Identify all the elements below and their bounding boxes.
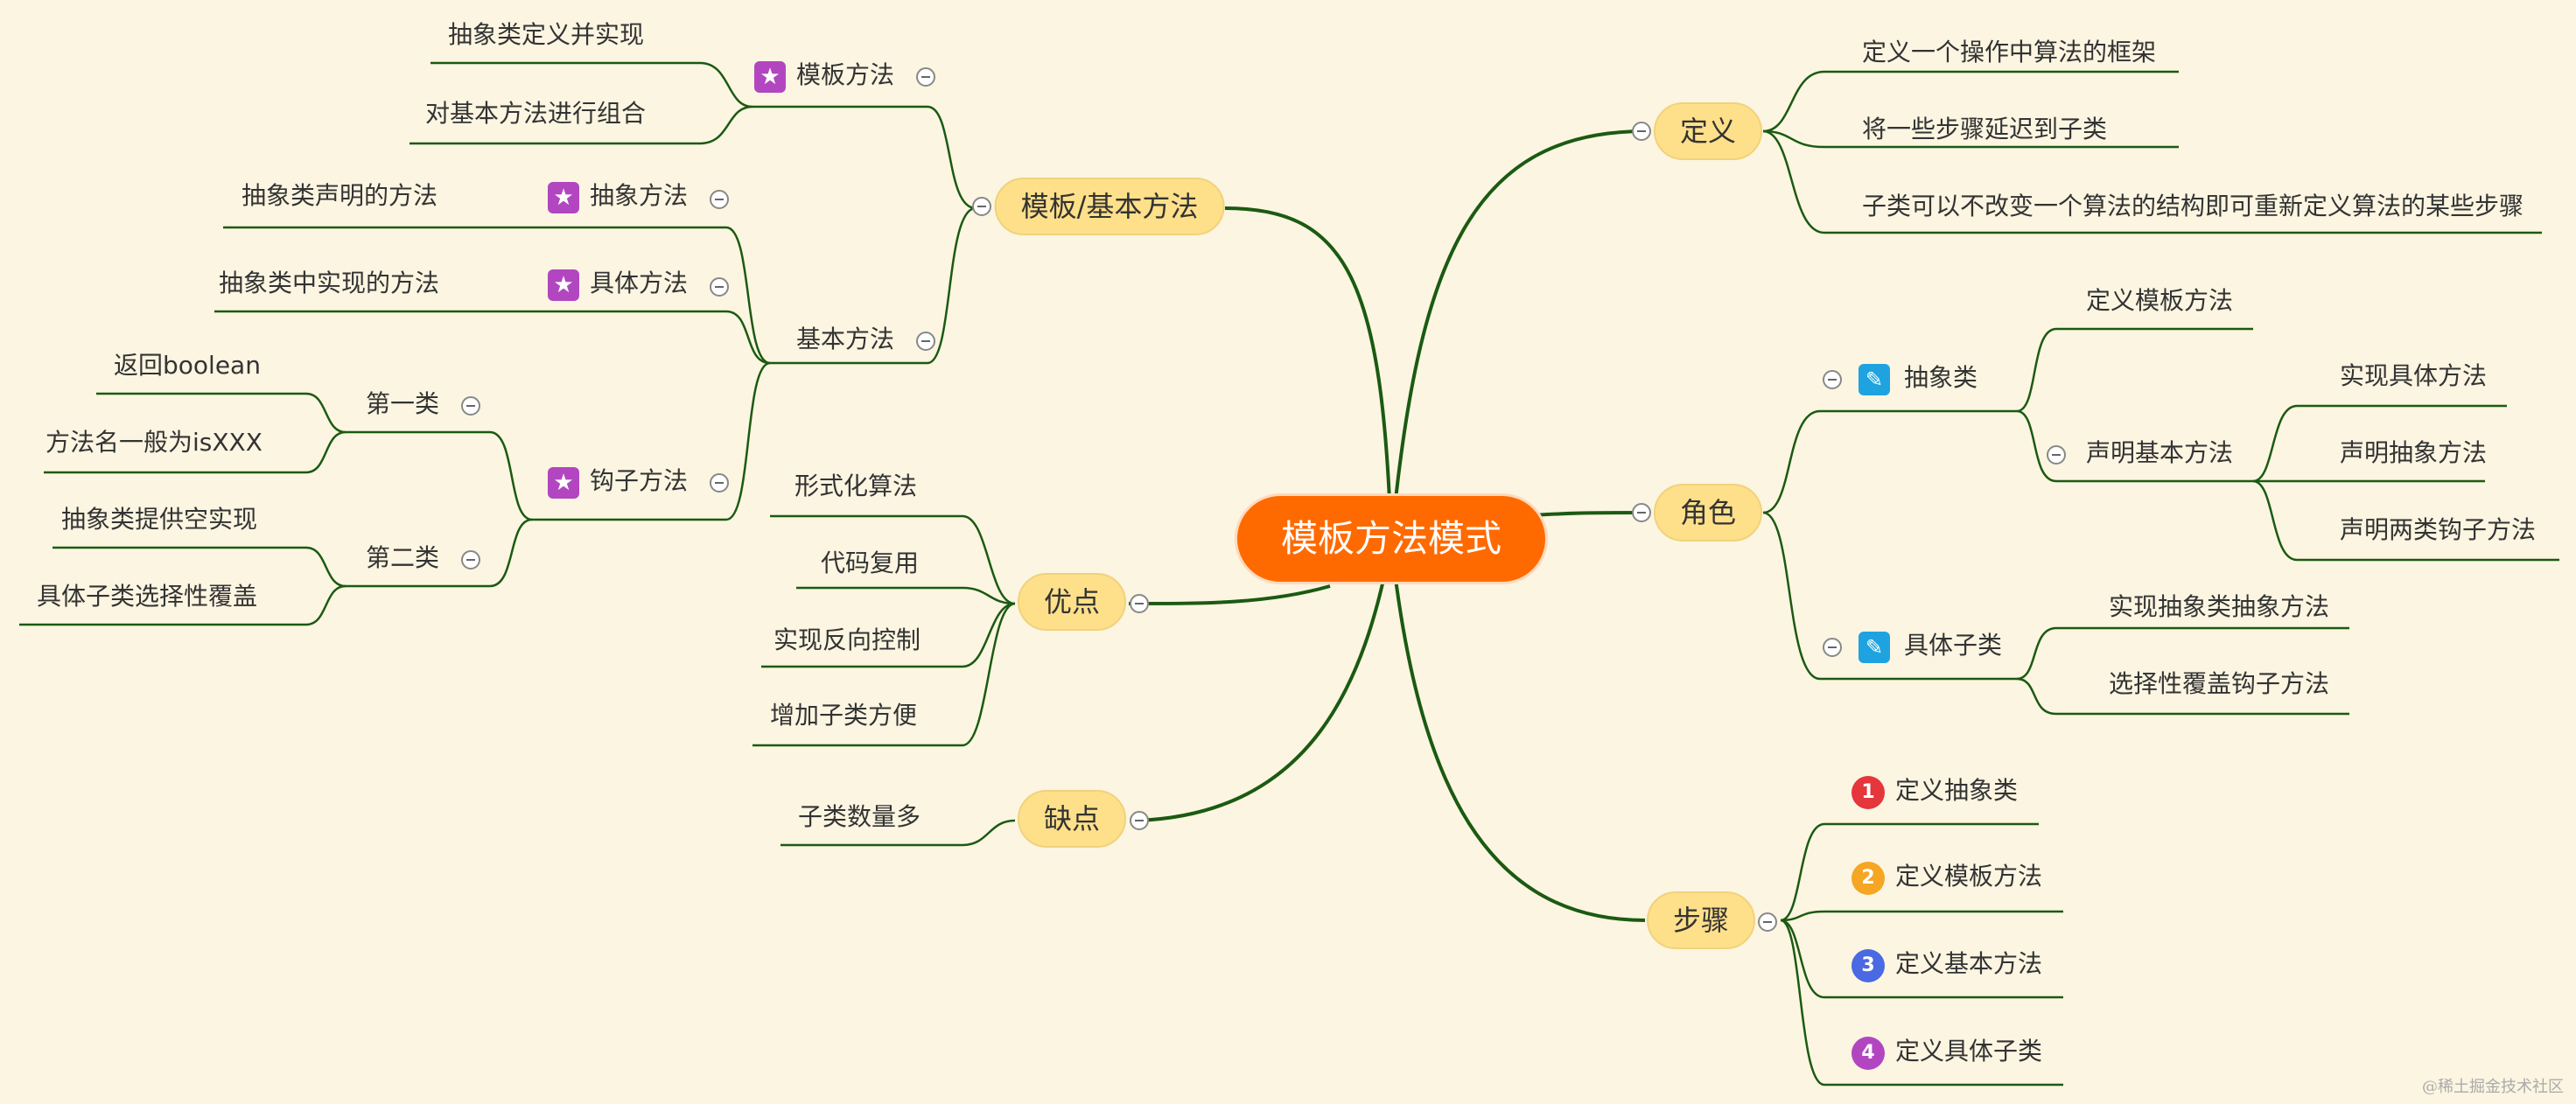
template-method-item-1: 抽象类定义并实现 <box>448 20 645 49</box>
advantages-node[interactable]: 优点 <box>1017 573 1127 631</box>
collapse-disadvantages-icon[interactable] <box>1130 811 1149 830</box>
star-icon: ★ <box>754 61 786 93</box>
collapse-steps-icon[interactable] <box>1758 912 1777 932</box>
template-method-item-2: 对基本方法进行组合 <box>425 99 647 128</box>
root-node[interactable]: 模板方法模式 <box>1236 496 1546 582</box>
hook-type1-item-1: 返回boolean <box>114 351 261 380</box>
step-number-3-icon: 3 <box>1852 949 1885 982</box>
concrete-method-item: 抽象类中实现的方法 <box>219 269 440 297</box>
declare-basic-label[interactable]: 声明基本方法 <box>2086 438 2234 467</box>
definition-item-3: 子类可以不改变一个算法的结构即可重新定义算法的某些步骤 <box>1862 192 2524 220</box>
collapse-abstract-method-icon[interactable] <box>710 190 729 209</box>
steps-node[interactable]: 步骤 <box>1646 891 1756 949</box>
abstract-class-label[interactable]: 抽象类 <box>1904 363 1978 392</box>
collapse-hook-type1-icon[interactable] <box>461 396 480 416</box>
star-icon: ★ <box>548 467 579 499</box>
star-icon: ★ <box>548 182 579 213</box>
hook-type2-label[interactable]: 第二类 <box>366 543 440 572</box>
definition-item-1: 定义一个操作中算法的框架 <box>1862 38 2157 66</box>
concrete-class-label[interactable]: 具体子类 <box>1904 631 2003 660</box>
advantage-item-4: 增加子类方便 <box>770 701 918 730</box>
collapse-basic-method-icon[interactable] <box>916 332 935 351</box>
disadvantages-node[interactable]: 缺点 <box>1017 790 1127 848</box>
step-label-2: 定义模板方法 <box>1895 862 2043 891</box>
collapse-definition-icon[interactable] <box>1632 122 1651 141</box>
hook-type2-item-2: 具体子类选择性覆盖 <box>37 582 258 611</box>
step-label-3: 定义基本方法 <box>1895 949 2043 978</box>
collapse-declare-basic-icon[interactable] <box>2047 445 2066 465</box>
collapse-template-basic-icon[interactable] <box>972 197 991 216</box>
collapse-hook-method-icon[interactable] <box>710 473 729 493</box>
definition-item-2: 将一些步骤延迟到子类 <box>1862 115 2108 143</box>
step-number-1-icon: 1 <box>1852 776 1885 809</box>
roles-node[interactable]: 角色 <box>1653 484 1763 542</box>
collapse-advantages-icon[interactable] <box>1130 594 1149 613</box>
define-template-label: 定义模板方法 <box>2086 286 2234 315</box>
hook-method-label[interactable]: 钩子方法 <box>590 466 689 495</box>
declare-basic-item-2: 声明抽象方法 <box>2340 438 2488 467</box>
step-number-2-icon: 2 <box>1852 862 1885 895</box>
abstract-method-item: 抽象类声明的方法 <box>242 181 438 210</box>
declare-basic-item-1: 实现具体方法 <box>2340 361 2488 390</box>
concrete-class-item-2: 选择性覆盖钩子方法 <box>2109 669 2330 698</box>
concrete-method-label[interactable]: 具体方法 <box>590 269 689 297</box>
declare-basic-item-3: 声明两类钩子方法 <box>2340 515 2537 544</box>
collapse-abstract-class-icon[interactable] <box>1823 370 1842 389</box>
definition-node[interactable]: 定义 <box>1653 102 1763 160</box>
advantage-item-1: 形式化算法 <box>794 472 918 500</box>
concrete-class-item-1: 实现抽象类抽象方法 <box>2109 592 2330 621</box>
hook-type1-item-2: 方法名一般为isXXX <box>46 428 262 457</box>
star-icon: ★ <box>548 269 579 301</box>
collapse-roles-icon[interactable] <box>1632 503 1651 522</box>
advantage-item-3: 实现反向控制 <box>774 625 921 654</box>
collapse-template-method-icon[interactable] <box>916 67 935 87</box>
step-label-4: 定义具体子类 <box>1895 1037 2043 1066</box>
hook-type2-item-1: 抽象类提供空实现 <box>61 505 258 534</box>
edit-icon: ✎ <box>1858 632 1890 663</box>
collapse-concrete-class-icon[interactable] <box>1823 638 1842 657</box>
basic-method-label[interactable]: 基本方法 <box>796 325 895 353</box>
edit-icon: ✎ <box>1858 364 1890 395</box>
template-method-label[interactable]: 模板方法 <box>796 60 895 89</box>
step-label-1: 定义抽象类 <box>1895 776 2019 805</box>
abstract-method-label[interactable]: 抽象方法 <box>590 181 689 210</box>
advantage-item-2: 代码复用 <box>821 549 920 577</box>
hook-type1-label[interactable]: 第一类 <box>366 389 440 418</box>
collapse-concrete-method-icon[interactable] <box>710 277 729 297</box>
collapse-hook-type2-icon[interactable] <box>461 550 480 569</box>
disadvantage-item-1: 子类数量多 <box>798 802 921 831</box>
watermark: @稀土掘金技术社区 <box>2422 1078 2564 1096</box>
leaf-branches <box>19 61 2559 1087</box>
step-number-4-icon: 4 <box>1852 1037 1885 1070</box>
template-basic-node[interactable]: 模板/基本方法 <box>994 178 1225 235</box>
